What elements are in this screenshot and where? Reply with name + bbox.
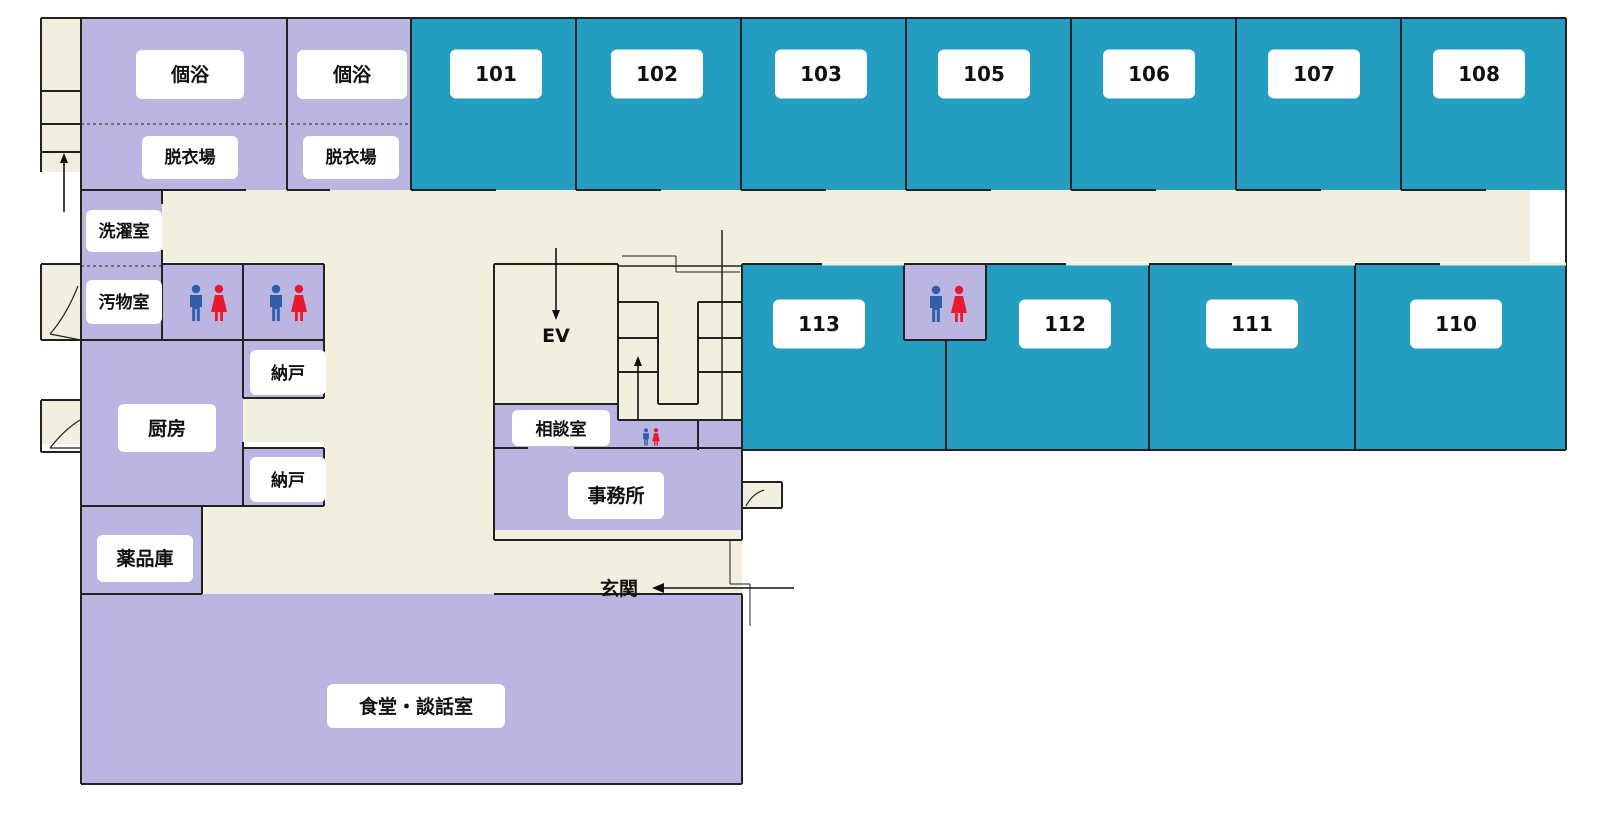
resident-room-labels-top: 101 102 103 105 106 107 108 <box>450 49 1525 99</box>
label-storage-1: 納戸 <box>250 350 326 395</box>
room-number-105: 105 <box>938 49 1030 99</box>
label-bath-1: 個浴 <box>136 50 244 99</box>
changing-1-label: 脱衣場 <box>165 147 216 168</box>
room-number-label: 103 <box>800 62 842 86</box>
corridor-areas <box>41 18 1530 594</box>
label-changing-1: 脱衣場 <box>142 136 238 179</box>
storage-1-label: 納戸 <box>271 363 305 384</box>
bath-1-label: 個浴 <box>170 64 210 86</box>
room-number-label: 102 <box>636 62 678 86</box>
room-number-103: 103 <box>775 49 867 99</box>
arrow-icon <box>60 153 794 593</box>
entrance-label: 玄関 <box>600 577 638 600</box>
kitchen-label: 厨房 <box>148 417 186 440</box>
room-number-101: 101 <box>450 49 542 99</box>
room-number-label: 112 <box>1044 312 1086 336</box>
room-number-label: 106 <box>1128 62 1170 86</box>
changing-2-label: 脱衣場 <box>326 147 377 168</box>
room-number-107: 107 <box>1268 49 1360 99</box>
walls <box>40 17 1567 785</box>
room-number-113: 113 <box>773 299 865 349</box>
pharmacy-label: 薬品庫 <box>115 547 173 570</box>
door-swings <box>49 285 765 507</box>
room-labels: 個浴 個浴 脱衣場 脱衣場 洗濯室 汚物室 納戸 厨房 <box>86 50 664 728</box>
label-storage-2: 納戸 <box>250 457 326 502</box>
storage-2-label: 納戸 <box>271 470 305 491</box>
room-number-label: 105 <box>963 62 1005 86</box>
room-number-112: 112 <box>1019 299 1111 349</box>
laundry-label: 洗濯室 <box>99 221 150 242</box>
label-kitchen: 厨房 <box>118 404 216 452</box>
resident-room-labels-bottom: 113 112 111 110 <box>773 299 1502 349</box>
room-number-label: 111 <box>1231 312 1273 336</box>
label-soiled-utility: 汚物室 <box>86 280 162 324</box>
room-number-label: 113 <box>798 312 840 336</box>
bath-2-label: 個浴 <box>332 64 372 86</box>
room-number-label: 108 <box>1458 62 1500 86</box>
room-number-label: 101 <box>475 62 517 86</box>
consultation-label: 相談室 <box>536 419 587 440</box>
room-number-110: 110 <box>1410 299 1502 349</box>
label-office: 事務所 <box>568 472 664 519</box>
dining-label: 食堂・談話室 <box>359 695 473 718</box>
room-number-111: 111 <box>1206 299 1298 349</box>
label-dining: 食堂・談話室 <box>327 684 505 728</box>
office-label: 事務所 <box>587 484 644 507</box>
room-number-label: 110 <box>1435 312 1477 336</box>
label-pharmacy: 薬品庫 <box>97 535 193 582</box>
ev-label: EV <box>542 325 570 347</box>
label-changing-2: 脱衣場 <box>303 136 399 179</box>
soiled-utility-label: 汚物室 <box>99 292 150 313</box>
label-laundry: 洗濯室 <box>86 210 162 252</box>
room-number-108: 108 <box>1433 49 1525 99</box>
room-number-106: 106 <box>1103 49 1195 99</box>
label-consultation: 相談室 <box>512 410 610 446</box>
label-bath-2: 個浴 <box>297 50 407 99</box>
room-number-102: 102 <box>611 49 703 99</box>
room-number-label: 107 <box>1293 62 1335 86</box>
